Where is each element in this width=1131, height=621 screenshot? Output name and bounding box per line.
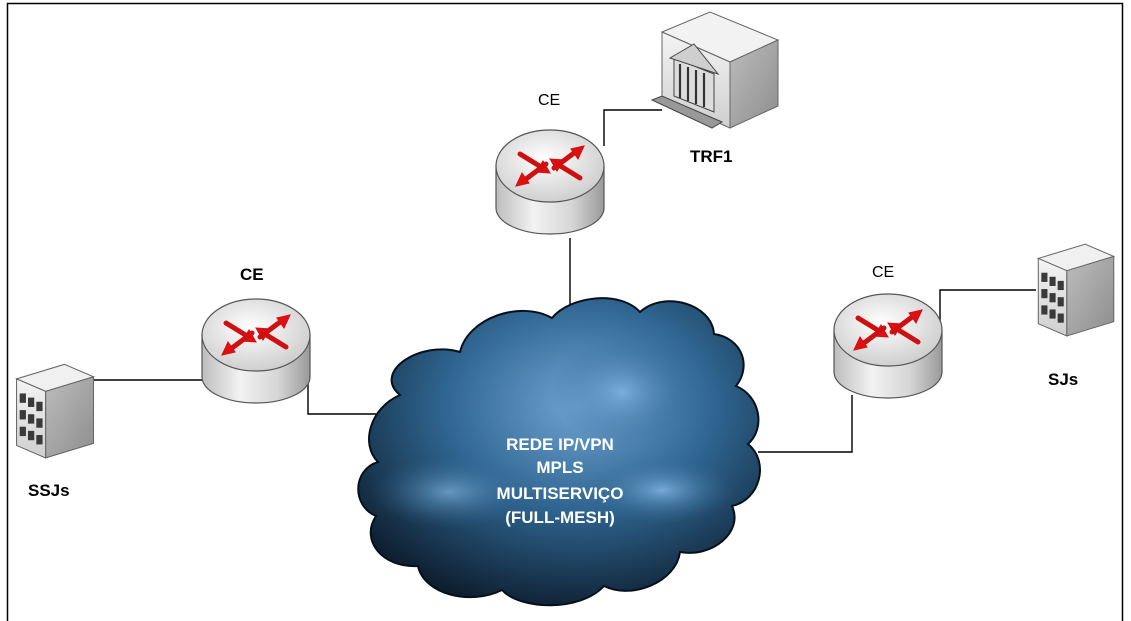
link-right-router-to-sjs	[939, 289, 1036, 324]
trf1-label: TRF1	[690, 147, 733, 166]
network-cloud-icon: REDE IP/VPN MPLS MULTISERVIÇO (FULL-MESH…	[357, 297, 761, 607]
cloud-label-line-1: REDE IP/VPN	[506, 435, 614, 454]
router-icon	[834, 294, 942, 398]
right-router: CE	[834, 264, 942, 398]
router-icon	[202, 299, 310, 403]
ssjs-site: SSJs	[16, 363, 95, 500]
top-router: CE	[496, 92, 604, 234]
left-router-label: CE	[240, 265, 264, 284]
left-router: CE	[202, 265, 310, 403]
trf1-site: TRF1	[650, 11, 780, 166]
link-trf1-to-top-router	[603, 109, 662, 146]
diagram-border	[6, 2, 1124, 621]
office-building-icon	[1037, 243, 1115, 337]
sjs-site: SJs	[1037, 243, 1115, 389]
ssjs-label: SSJs	[28, 481, 70, 500]
link-cloud-to-right-router	[758, 395, 853, 453]
datacenter-icon	[650, 11, 780, 129]
link-left-router-to-cloud	[307, 368, 390, 415]
router-icon	[496, 130, 604, 234]
cloud-label-line-3: MULTISERVIÇO	[497, 484, 624, 503]
cloud-label-line-2: MPLS	[536, 458, 583, 477]
top-router-label: CE	[538, 92, 560, 109]
right-router-label: CE	[872, 264, 894, 281]
cloud-label-line-4: (FULL-MESH)	[505, 508, 615, 527]
sjs-label: SJs	[1048, 370, 1078, 389]
office-building-icon	[16, 363, 95, 459]
